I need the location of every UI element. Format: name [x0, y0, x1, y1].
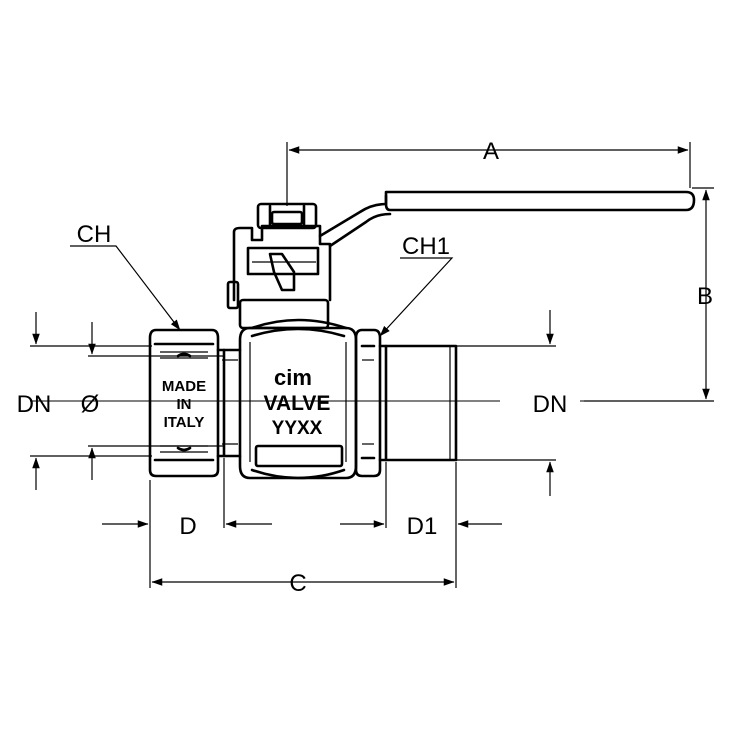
marking-in: IN: [177, 396, 192, 413]
marking-made: MADE: [162, 378, 206, 395]
lever-handle: [384, 190, 696, 212]
valve-body-outline: [30, 190, 710, 480]
label-C: C: [289, 570, 306, 597]
threaded-tail: [378, 344, 458, 462]
marking-italy: ITALY: [164, 414, 205, 431]
label-D1: D1: [407, 513, 438, 540]
label-DN-left: DN: [17, 391, 52, 418]
label-B: B: [697, 283, 713, 310]
label-CH: CH: [77, 221, 112, 248]
label-D: D: [179, 513, 196, 540]
stop-tab: [268, 252, 296, 292]
dimension-lines: [30, 142, 714, 588]
stem-housing: [232, 224, 332, 302]
label-diameter: Ø: [81, 391, 100, 418]
label-DN-right: DN: [533, 391, 568, 418]
label-CH1: CH1: [402, 233, 450, 260]
hex-nut-left: [148, 328, 220, 478]
label-A: A: [483, 138, 499, 165]
marking-code: YYXX: [272, 418, 323, 439]
marking-valve: VALVE: [264, 392, 331, 415]
marking-logo: cim: [274, 365, 312, 390]
hex-nut-right: [354, 328, 382, 478]
